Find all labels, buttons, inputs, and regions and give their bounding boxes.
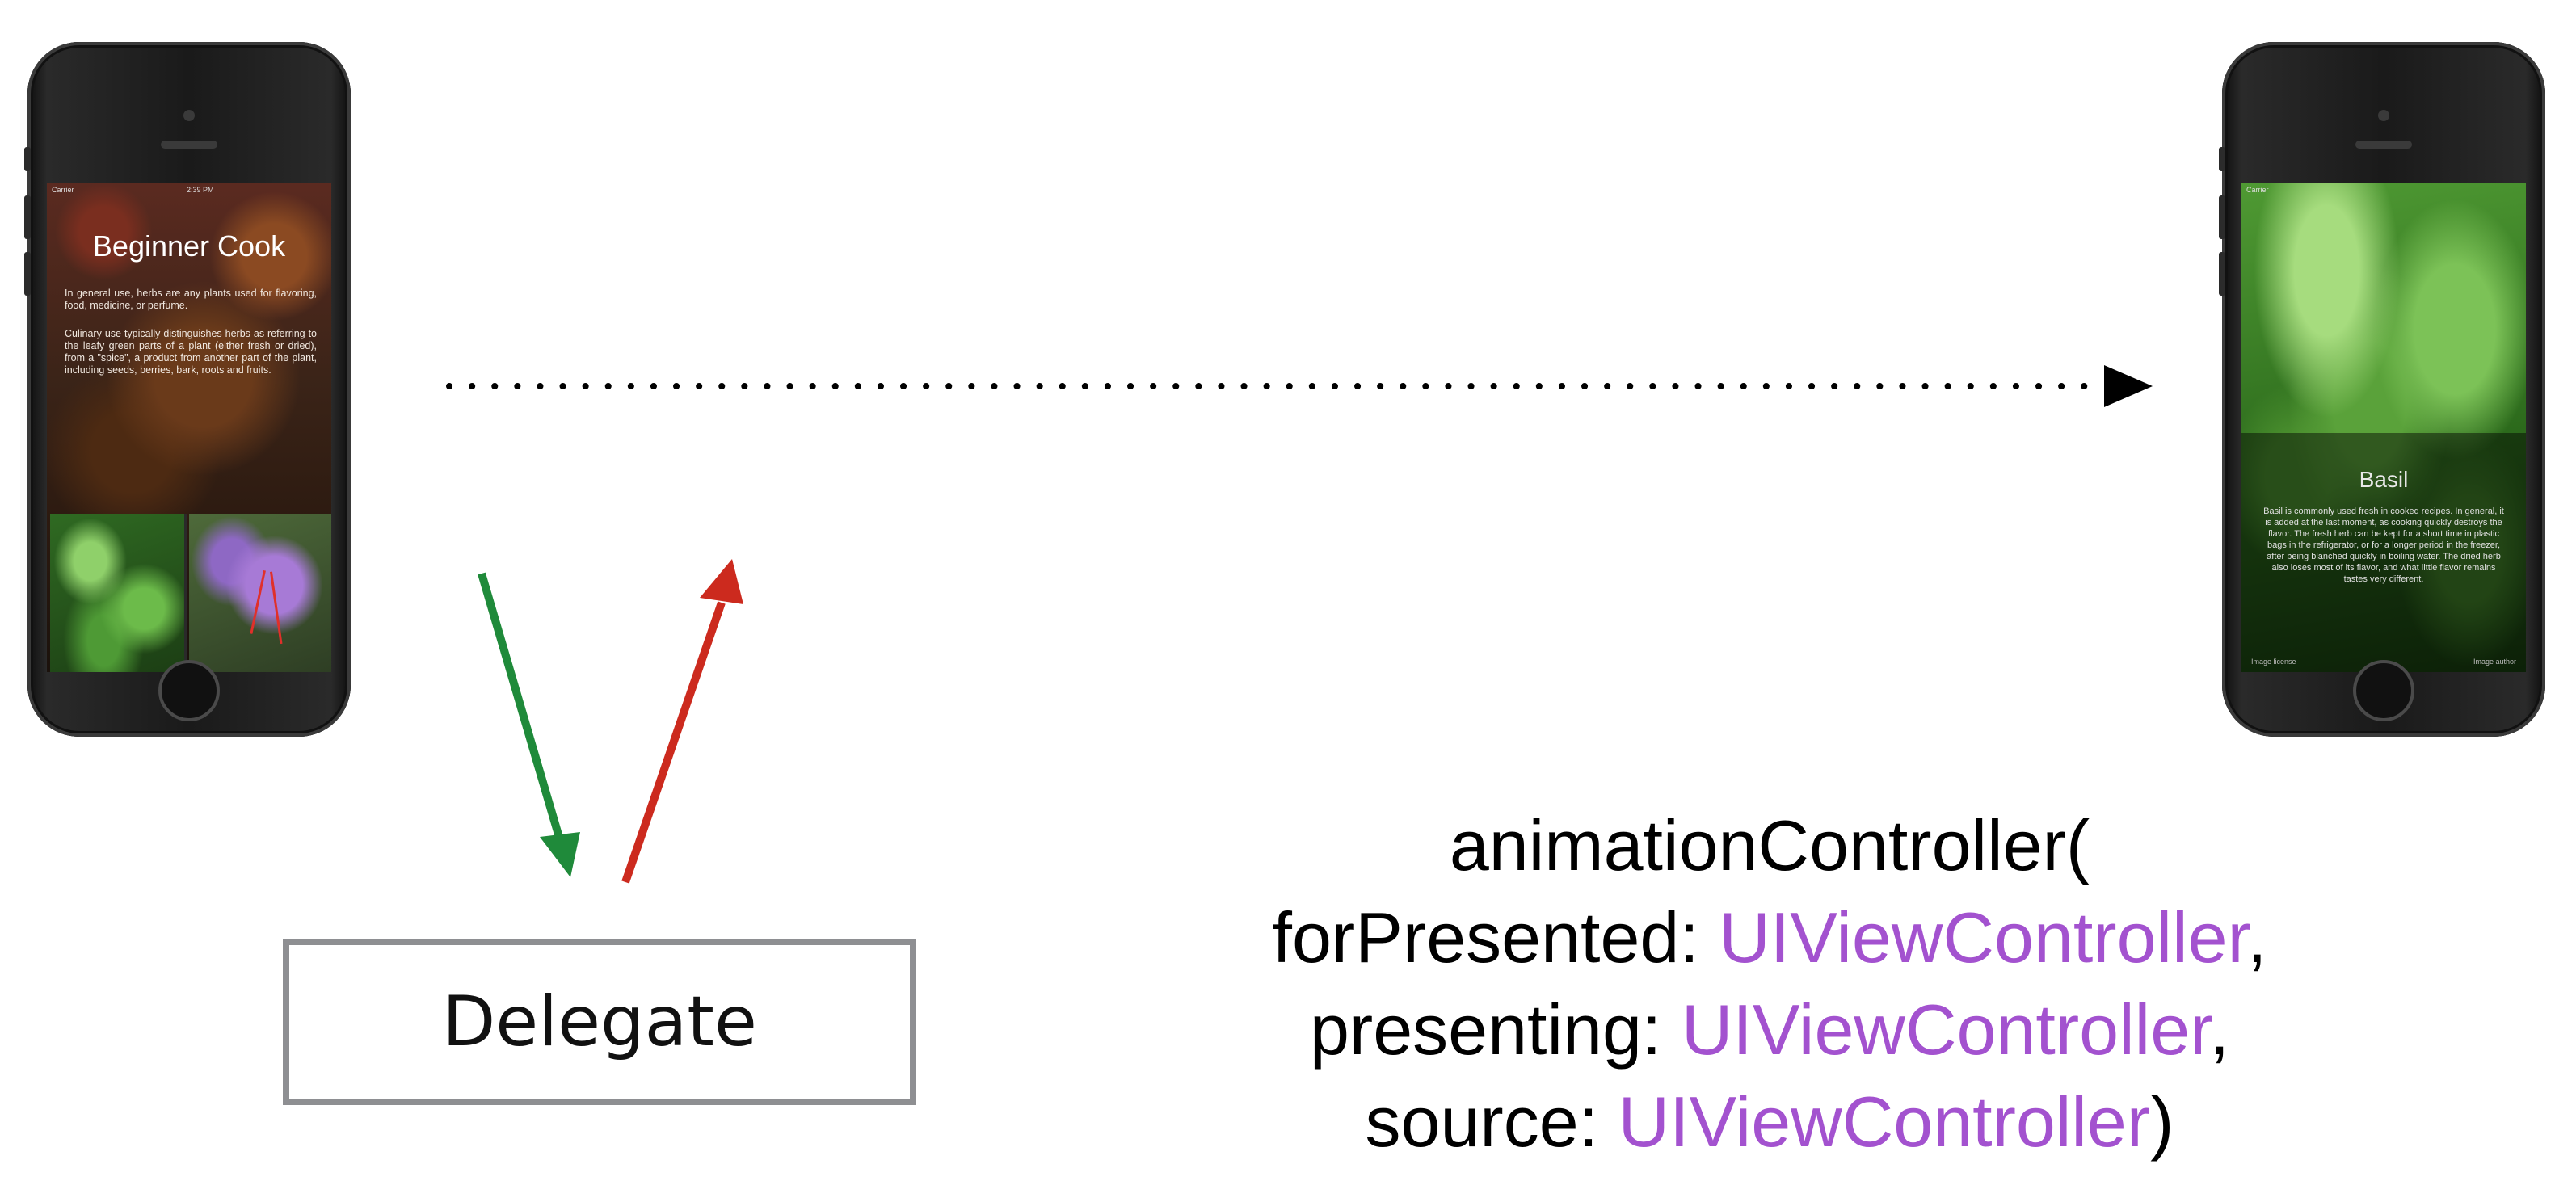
punctuation: , (2247, 897, 2267, 977)
param-label: forPresented: (1272, 897, 1719, 977)
status-bar: Carrier (2246, 186, 2521, 197)
delegate-request-arrow (478, 572, 564, 842)
volume-up-button (24, 195, 31, 239)
delegate-response-arrow (621, 601, 726, 884)
delegate-box: Delegate (283, 939, 916, 1105)
basil-thumbnail[interactable] (50, 514, 187, 672)
status-carrier: Carrier (2246, 186, 2269, 194)
image-author-link[interactable]: Image author (2473, 658, 2516, 666)
signature-line-4: source: UIViewController) (1180, 1076, 2359, 1168)
detail-overlay (2241, 433, 2526, 672)
signature-line-2: forPresented: UIViewController, (1180, 892, 2359, 984)
basil-background-image (2241, 183, 2526, 672)
param-label: source: (1365, 1082, 1618, 1162)
punctuation: , (2209, 990, 2230, 1070)
transition-arrowhead (2104, 365, 2153, 407)
volume-up-button (2219, 195, 2225, 239)
home-button (2353, 660, 2414, 721)
status-carrier: Carrier (52, 186, 74, 194)
method-signature: animationController( forPresented: UIVie… (1180, 800, 2359, 1168)
delegate-request-arrowhead (540, 832, 580, 877)
signature-line-3: presenting: UIViewController, (1180, 984, 2359, 1076)
intro-paragraph-1: In general use, herbs are any plants use… (65, 288, 317, 311)
herb-title: Basil (2359, 467, 2409, 492)
intro-paragraph-2: Culinary use typically distinguishes her… (65, 328, 317, 376)
saffron-thumbnail[interactable] (189, 514, 331, 672)
punctuation: ) (2150, 1082, 2174, 1162)
volume-down-button (2219, 252, 2225, 296)
presented-screen: Carrier Basil Basil is commonly used fre… (2241, 183, 2526, 672)
param-label: presenting: (1309, 990, 1682, 1070)
signature-line-1: animationController( (1180, 800, 2359, 892)
delegate-response-arrowhead (700, 559, 743, 604)
mute-switch (24, 147, 31, 171)
param-type: UIViewController (1681, 990, 2210, 1070)
volume-down-button (24, 252, 31, 296)
presented-phone: Carrier Basil Basil is commonly used fre… (2219, 42, 2545, 737)
earpiece-speaker (161, 141, 217, 149)
param-type: UIViewController (1719, 897, 2248, 977)
param-type: UIViewController (1618, 1082, 2151, 1162)
image-license-link[interactable]: Image license (2251, 658, 2296, 666)
herb-description: Basil is commonly used fresh in cooked r… (2263, 506, 2504, 584)
front-camera (183, 110, 195, 121)
app-title: Beginner Cook (92, 229, 286, 263)
home-button (158, 660, 220, 721)
method-name: animationController( (1449, 805, 2090, 885)
status-bar: Carrier 2:39 PM (52, 186, 326, 197)
earpiece-speaker (2355, 141, 2412, 149)
delegate-label: Delegate (442, 981, 757, 1062)
presenting-screen: Carrier 2:39 PM Beginner Cook In general… (47, 183, 331, 672)
presenting-phone: Carrier 2:39 PM Beginner Cook In general… (24, 42, 351, 737)
status-time: 2:39 PM (186, 186, 214, 194)
mute-switch (2219, 147, 2225, 171)
front-camera (2378, 110, 2389, 121)
